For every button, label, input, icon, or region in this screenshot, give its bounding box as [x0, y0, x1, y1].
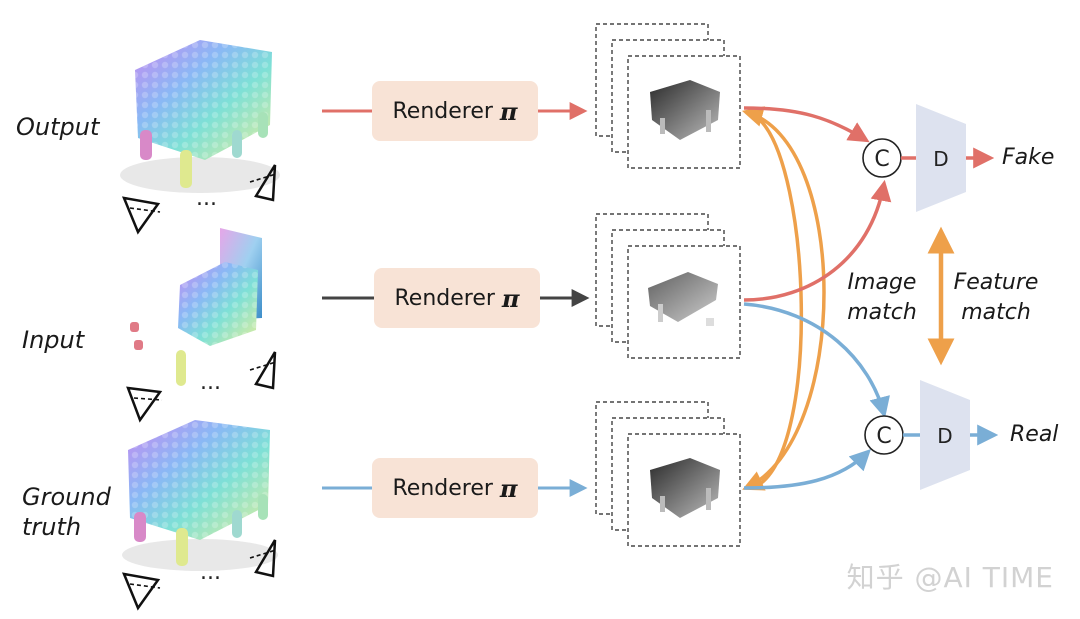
input-to-real-concat-arrow [743, 302, 890, 419]
camera-ellipsis: ... [200, 560, 221, 585]
renderer-label: Renderer [392, 475, 493, 501]
ground-truth-point-cloud [122, 420, 278, 571]
image-match-label-line2: match [847, 300, 917, 325]
output-point-cloud [120, 40, 280, 193]
real-label: Real [1010, 422, 1059, 447]
svg-text:D: D [937, 424, 952, 448]
ground-truth-render-silhouette [650, 458, 720, 518]
svg-text:C: C [876, 424, 891, 449]
input-point-cloud [130, 228, 262, 386]
fake-label: Fake [1002, 145, 1055, 170]
row-label-output: Output [16, 113, 100, 141]
camera-icon [121, 572, 161, 611]
watermark: 知乎 @AI TIME [846, 561, 1054, 594]
concat-node-fake: C [862, 138, 902, 178]
image-match-label: Image match [834, 268, 930, 328]
input-render-silhouette [648, 272, 718, 326]
feature-match-label-line1: Feature [953, 270, 1039, 295]
output-to-concat-arrow [743, 106, 870, 143]
input-to-fake-concat-arrow [743, 179, 892, 302]
camera-icon [126, 386, 163, 423]
renderer-label: Renderer [392, 98, 493, 124]
ground-truth-to-concat-arrow [743, 449, 871, 490]
feature-match-label-line2: match [961, 300, 1031, 325]
camera-ellipsis: ... [196, 186, 217, 211]
row-label-ground-truth-line1: Ground [22, 483, 111, 511]
row-label-ground-truth-line2: truth [22, 513, 82, 541]
svg-text:D: D [933, 147, 948, 171]
image-match-arrow-outer [741, 106, 826, 491]
renderer-pi-symbol: π [499, 473, 518, 503]
image-match-arrow-inner [758, 118, 804, 486]
camera-icon [121, 196, 161, 235]
feature-match-label: Feature match [944, 268, 1048, 328]
output-render-silhouette [650, 80, 720, 140]
discriminator-real: D [920, 380, 970, 490]
camera-icon [249, 351, 277, 390]
camera-ellipsis: ... [200, 370, 221, 395]
discriminator-fake: D [916, 104, 966, 212]
svg-text:C: C [874, 147, 889, 172]
row-label-input: Input [22, 326, 85, 354]
renderer-pi-symbol: π [501, 283, 520, 313]
concat-node-real: C [864, 415, 904, 455]
renderer-pi-symbol: π [499, 96, 518, 126]
image-match-label-line1: Image [847, 270, 917, 295]
renderer-label: Renderer [394, 285, 495, 311]
camera-icon [249, 539, 277, 578]
camera-icon [249, 164, 277, 202]
row-label-ground-truth: Ground truth [22, 482, 111, 542]
